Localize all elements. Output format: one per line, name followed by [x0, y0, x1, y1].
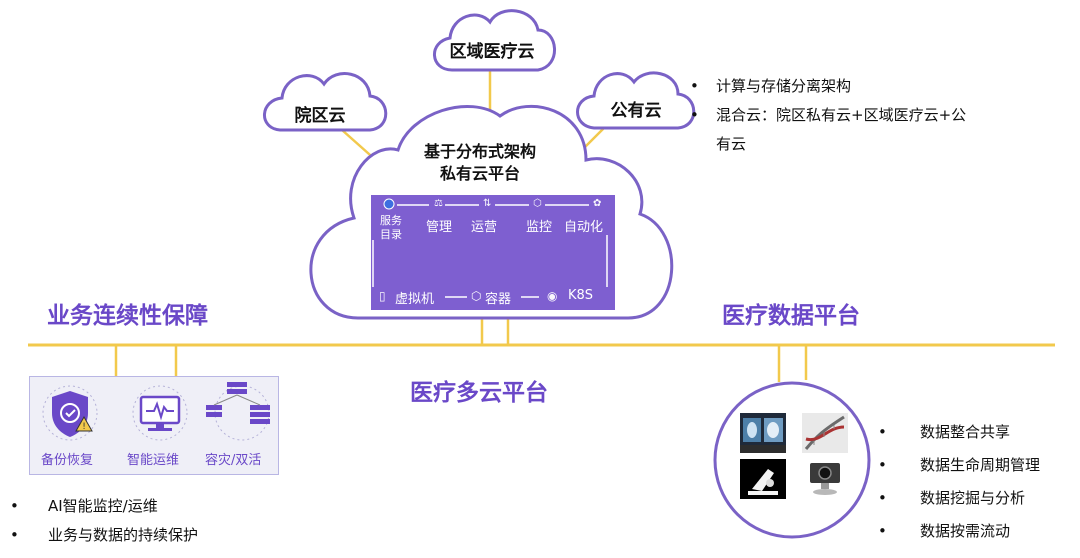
- bullet-dot: •: [878, 423, 887, 441]
- bullet-text: 数据生命周期管理: [920, 456, 1041, 474]
- center-title-line2: 私有云平台: [439, 164, 520, 183]
- cloud-regional-shape: [433, 9, 556, 72]
- list-item: • AI智能监控/运维: [10, 492, 330, 521]
- bullet-text-line2: 有云: [716, 135, 747, 153]
- bullet-text: 业务与数据的持续保护: [48, 526, 199, 544]
- top-right-bullet-list: • 计算与存储分离架构 • 混合云：院区私有云+区域医疗云+公 有云: [690, 72, 1060, 159]
- cloud-campus-label: 院区云: [294, 106, 346, 126]
- dna-image: [802, 413, 848, 453]
- k8s-icon: ◉: [547, 289, 558, 303]
- disaster-recovery-label: 容灾/双活: [205, 453, 262, 468]
- bullet-text: 数据按需流动: [920, 522, 1011, 540]
- monitor-label: 监控: [526, 220, 553, 235]
- bullet-dot: •: [878, 489, 887, 507]
- manage-icon: ⚖: [434, 198, 443, 209]
- list-item: • 计算与存储分离架构: [690, 72, 1060, 101]
- vm-icon: ▯: [379, 289, 386, 303]
- center-title-line1: 基于分布式架构: [423, 142, 536, 161]
- bullet-dot: •: [690, 106, 699, 124]
- service-catalog-label: 服务 目录: [380, 214, 402, 242]
- bullet-dot: •: [878, 456, 887, 474]
- business-continuity-panel: ! 备份恢复 智能运维 容灾/双活: [29, 376, 279, 475]
- bullet-text: AI智能监控/运维: [48, 497, 158, 515]
- list-item: • 数据挖掘与分析: [878, 482, 1078, 515]
- cloud-regional-label: 区域医疗云: [449, 42, 535, 62]
- list-item: • 混合云：院区私有云+区域医疗云+公 有云: [690, 101, 1060, 159]
- shield-icon: !: [42, 385, 98, 441]
- manage-label: 管理: [426, 220, 453, 235]
- servers-icon: [206, 382, 270, 441]
- automation-icon: ✿: [593, 198, 602, 209]
- cloud-campus-shape: [263, 72, 388, 132]
- bullet-dot: •: [10, 526, 19, 544]
- private-cloud-platform-panel: ⚖ ⇅ ⬡ ✿ 服务 目录 管理 运营 监控 自动化 ▯ 虚拟机 ⬡ 容器 ◉ …: [371, 195, 615, 310]
- medical-multicloud-title: 医疗多云平台: [410, 380, 548, 406]
- bullet-text: 数据整合共享: [920, 423, 1011, 441]
- medical-camera-image: [802, 457, 848, 497]
- monitor-icon: [132, 385, 188, 441]
- bullet-dot: •: [690, 77, 699, 95]
- list-item: • 业务与数据的持续保护: [10, 521, 330, 550]
- bullet-dot: •: [878, 522, 887, 540]
- monitor-icon: ⬡: [533, 198, 542, 209]
- platform-lines: [372, 198, 608, 298]
- bullet-text: 数据挖掘与分析: [920, 489, 1026, 507]
- bullet-text: 计算与存储分离架构: [716, 77, 852, 95]
- xray-monitor-image: [740, 413, 786, 453]
- k8s-label: K8S: [568, 288, 594, 303]
- vm-label: 虚拟机: [395, 292, 435, 307]
- bullet-dot: •: [10, 497, 19, 515]
- business-continuity-title: 业务连续性保障: [47, 303, 208, 329]
- left-panel-icons: !: [42, 382, 270, 441]
- list-item: • 数据按需流动: [878, 515, 1078, 548]
- medical-data-platform-title: 医疗数据平台: [722, 303, 860, 329]
- list-item: • 数据生命周期管理: [878, 449, 1078, 482]
- right-bullet-list: • 数据整合共享 • 数据生命周期管理 • 数据挖掘与分析 • 数据按需流动: [878, 416, 1078, 548]
- smart-ops-label: 智能运维: [127, 453, 180, 468]
- automation-label: 自动化: [564, 220, 604, 235]
- operate-label: 运营: [471, 220, 498, 235]
- list-item: • 数据整合共享: [878, 416, 1078, 449]
- container-icon: ⬡: [471, 289, 482, 303]
- bullet-text-line1: 混合云：院区私有云+区域医疗云+公: [716, 106, 967, 124]
- operate-icon: ⇅: [483, 198, 492, 209]
- center-cloud-title: 基于分布式架构 私有云平台: [400, 141, 560, 185]
- service-catalog-line2: 目录: [380, 228, 402, 241]
- container-label: 容器: [485, 292, 512, 307]
- service-catalog-line1: 服务: [380, 214, 402, 227]
- microscope-image: [740, 459, 786, 499]
- left-bullet-list: • AI智能监控/运维 • 业务与数据的持续保护: [10, 492, 330, 550]
- svg-text:!: !: [82, 422, 86, 432]
- cloud-public-shape: [576, 71, 696, 130]
- backup-label: 备份恢复: [41, 453, 94, 468]
- bullet-text: 混合云：院区私有云+区域医疗云+公 有云: [716, 101, 966, 159]
- cloud-public-label: 公有云: [610, 101, 662, 121]
